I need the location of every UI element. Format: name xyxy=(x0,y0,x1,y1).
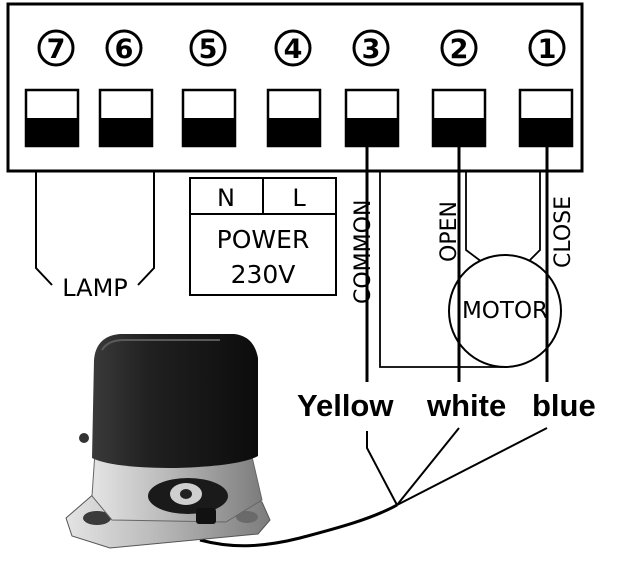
terminal-slot-4 xyxy=(266,88,322,148)
close-label: CLOSE xyxy=(551,196,576,268)
power-l-label: L xyxy=(292,184,306,212)
terminal-number: 3 xyxy=(362,34,381,65)
power-title: POWER xyxy=(217,225,310,254)
terminal-number: 2 xyxy=(450,34,469,65)
wire-label-white: white xyxy=(426,388,506,423)
terminal-slot-2 xyxy=(431,88,487,148)
terminal-7: 7 xyxy=(37,29,75,67)
terminal-2: 2 xyxy=(440,29,478,67)
power-n-label: N xyxy=(217,184,235,212)
terminal-slot-7 xyxy=(24,88,80,148)
terminal-number: 4 xyxy=(284,34,303,65)
motor-symbol: MOTOR xyxy=(448,254,562,368)
terminal-number: 6 xyxy=(115,34,134,65)
terminal-4: 4 xyxy=(274,29,312,67)
open-label: OPEN xyxy=(437,201,462,262)
terminal-number: 1 xyxy=(538,34,557,65)
terminal-3: 3 xyxy=(352,29,390,67)
terminal-1: 1 xyxy=(528,29,566,67)
terminal-slot-5 xyxy=(181,88,237,148)
gate-motor-illustration xyxy=(65,334,271,549)
terminal-number: 5 xyxy=(199,34,218,65)
motor-label: MOTOR xyxy=(462,298,548,324)
lamp-label: LAMP xyxy=(62,274,128,302)
terminal-6: 6 xyxy=(105,29,143,67)
terminal-slot-3 xyxy=(344,88,400,148)
terminal-5: 5 xyxy=(189,29,227,67)
power-box: N L POWER 230V xyxy=(189,177,337,296)
terminal-slots xyxy=(24,88,574,148)
common-label: COMMON xyxy=(351,200,376,304)
terminal-slot-1 xyxy=(518,88,574,148)
cable-wires xyxy=(199,427,548,548)
wire-label-blue: blue xyxy=(532,388,596,423)
terminal-number: 7 xyxy=(47,34,66,65)
wire-label-yellow: Yellow xyxy=(297,388,394,423)
power-voltage: 230V xyxy=(231,260,296,289)
lamp-wiring: LAMP xyxy=(35,172,155,302)
terminal-slot-6 xyxy=(98,88,154,148)
